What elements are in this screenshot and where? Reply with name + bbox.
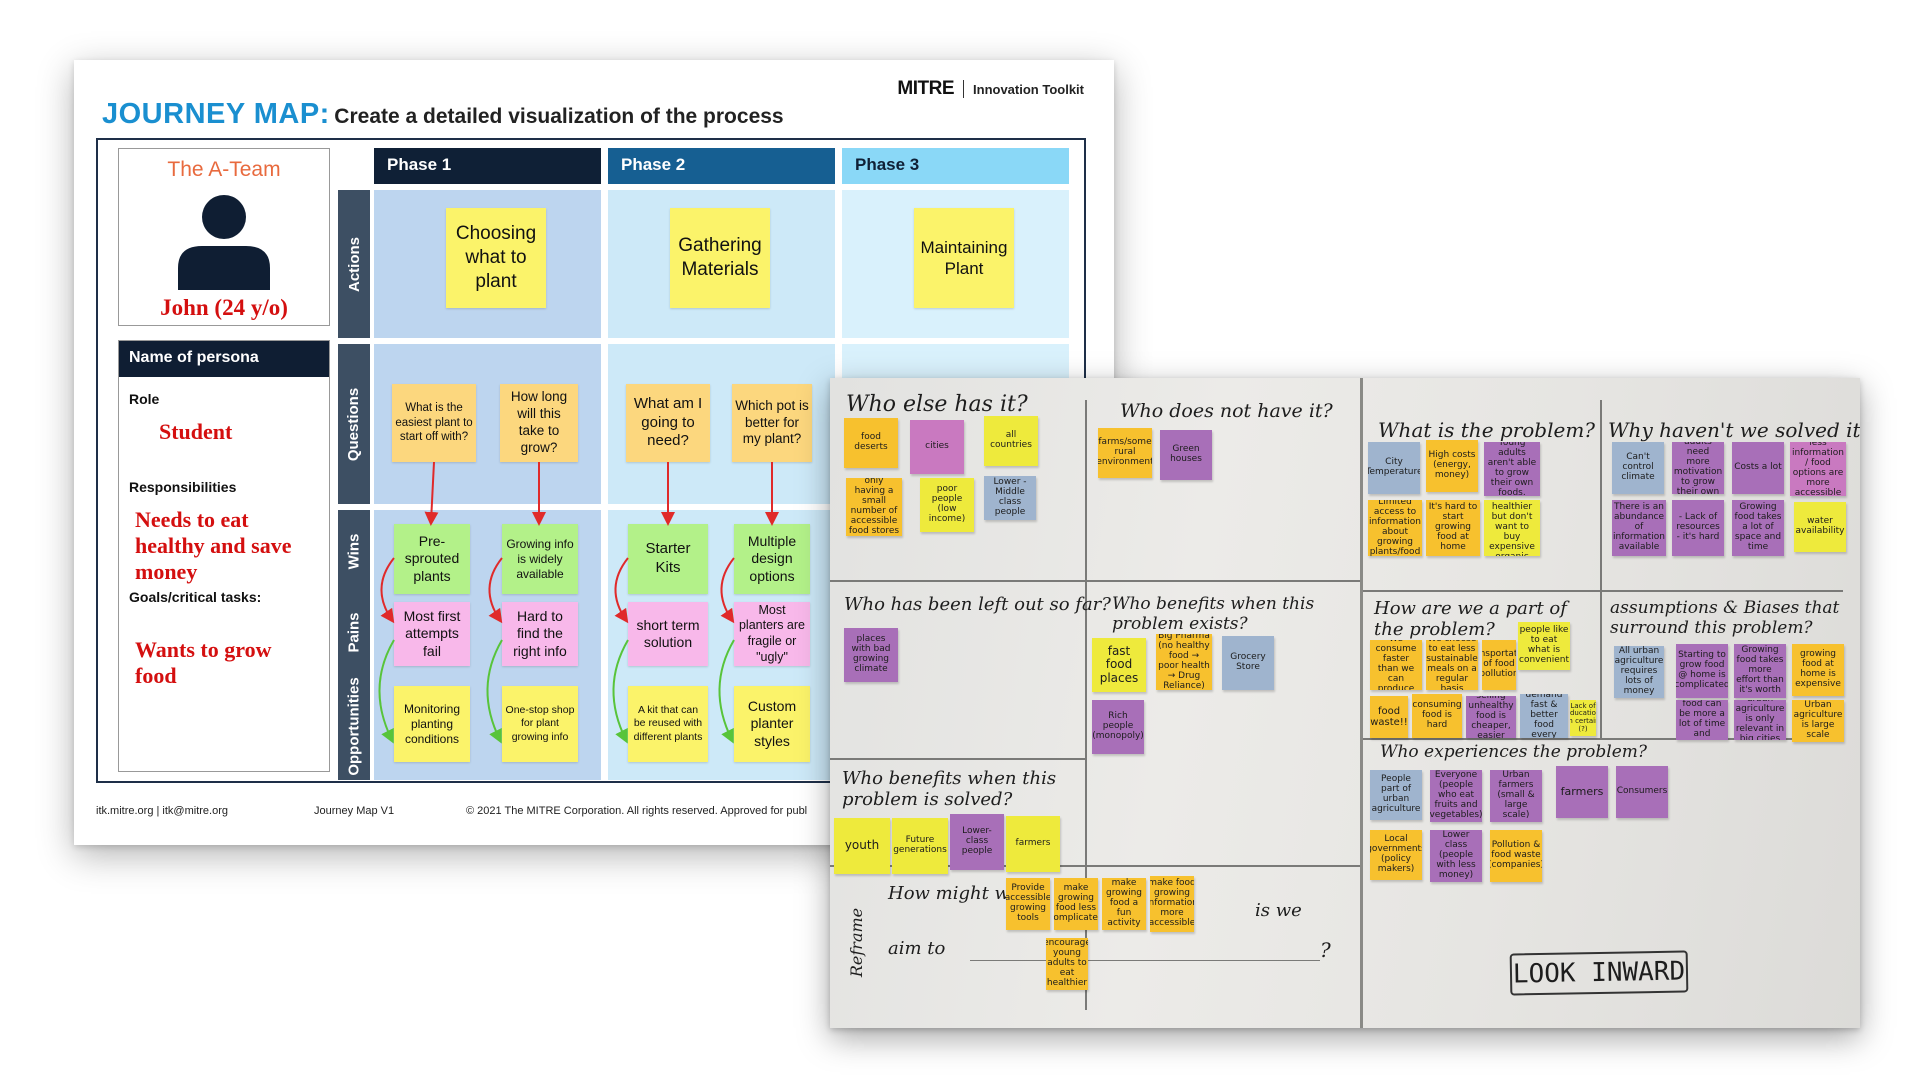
sticky-note: selling unhealthy food is cheaper, easie…: [1466, 696, 1516, 738]
sticky-note: - Lack of resources - it's hard: [1672, 500, 1724, 556]
sticky-note: all countries: [984, 416, 1038, 466]
sticky-note: Everyone (people who eat fruits and vege…: [1430, 770, 1482, 822]
sticky-note: Lower-class people: [950, 814, 1004, 870]
hmw-question-mark: ?: [1320, 938, 1331, 962]
sticky-note: food waste!!: [1370, 696, 1408, 738]
sticky-note: Green houses: [1160, 430, 1212, 480]
sticky-note: make food growing information more acces…: [1150, 876, 1194, 932]
sticky-note: growing food at home is expensive: [1792, 644, 1844, 696]
brand-divider: [963, 80, 964, 98]
sticky-note: Starting to grow food @ home is complica…: [1676, 644, 1728, 698]
whiteboard-photo: Who else has it? Who does not have it? W…: [830, 378, 1860, 1028]
sticky-note: Can't control climate: [1612, 442, 1664, 494]
mitre-logo: MITRE: [897, 78, 954, 100]
sticky-note: youth: [834, 818, 890, 874]
sticky-note: People part of urban agriculture: [1370, 770, 1422, 820]
sticky-note: places with bad growing climate: [844, 628, 898, 682]
paper-divider: [830, 758, 1085, 760]
sticky-note: Provide accessible growing tools: [1006, 878, 1050, 930]
sticky-note: High costs (energy, money): [1426, 440, 1478, 492]
sticky-note: There is an abundance of information ava…: [1612, 500, 1666, 556]
heading-benefits-exists: Who benefits when this problem exists?: [1112, 594, 1342, 634]
footer-contact: itk.mitre.org | itk@mitre.org: [96, 805, 228, 817]
heading-who-else: Who else has it?: [846, 392, 1028, 417]
sticky-note: City Temperature: [1368, 442, 1420, 494]
paper-seam: [1360, 378, 1363, 1028]
sticky-note: people want to eat healthier but don't w…: [1484, 500, 1540, 556]
paper-divider: [830, 580, 1360, 582]
sticky-note: All urban agriculture requires lots of m…: [1614, 646, 1664, 698]
sticky-note: Future generations: [892, 818, 948, 874]
sticky-note: Young adults aren't able to grow their o…: [1484, 442, 1540, 496]
sticky-note: Consumers: [1616, 766, 1668, 818]
sticky-note: Lower class (people with less money): [1430, 830, 1482, 882]
sticky-note: It's hard to start growing food at home: [1426, 500, 1480, 556]
sticky-note: urban agriculture is only relevant in bi…: [1734, 700, 1786, 740]
heading-what-problem: What is the problem?: [1378, 418, 1595, 442]
sticky-note: only having a small number of accessible…: [846, 478, 902, 536]
sticky-note: Young adults need more motivation to gro…: [1672, 442, 1724, 494]
heading-left-out: Who has been left out so far?: [844, 594, 1111, 615]
sticky-note: Pollution & food waste (companies): [1490, 830, 1542, 882]
sticky-note: Rich people (monopoly): [1092, 700, 1144, 754]
sticky-note: Growing food can be more a lot of time a…: [1676, 700, 1728, 740]
footer-copyright: © 2021 The MITRE Corporation. All rights…: [466, 805, 807, 817]
sticky-note: Big Pharma (no healthy food → poor healt…: [1156, 634, 1212, 690]
sticky-note: We choose to eat less sustainable meals …: [1426, 640, 1478, 690]
sticky-note: farmers: [1556, 766, 1608, 818]
sticky-note: Urban farmers (small & large scale): [1490, 770, 1542, 822]
sticky-note: water availability: [1794, 502, 1846, 552]
sticky-note: Growing food takes a lot of space and ti…: [1732, 500, 1784, 556]
sticky-note: Local governments (policy makers): [1370, 830, 1422, 880]
sticky-note: poor people (low income): [920, 478, 974, 532]
heading-assumptions: assumptions & Biases that surround this …: [1610, 598, 1840, 638]
heading-benefits-solved: Who benefits when this problem is solved…: [842, 768, 1072, 810]
sticky-note: less information / food options are more…: [1790, 442, 1846, 496]
sticky-note: make growing food a fun activity: [1102, 878, 1146, 930]
paper-line: [970, 960, 1320, 961]
sticky-note: food deserts: [844, 418, 898, 468]
heading-who-experiences: Who experiences the problem?: [1380, 742, 1647, 762]
sticky-note: We consume faster than we can produce: [1370, 640, 1422, 690]
sticky-note: farmers: [1006, 816, 1060, 872]
sticky-note: Urban agriculture is large scale: [1792, 700, 1844, 742]
heading-why-not-solved: Why haven't we solved it?: [1608, 418, 1860, 442]
sticky-note: make growing food less complicated: [1054, 878, 1098, 930]
sticky-note: farms/some rural environment: [1098, 428, 1152, 478]
heading-who-not: Who does not have it?: [1120, 400, 1333, 422]
reframe-label: Reframe: [847, 908, 866, 977]
sticky-note: fast food places: [1092, 638, 1146, 692]
paper-divider: [1600, 400, 1602, 738]
paper-divider: [1363, 590, 1843, 592]
sticky-note: Costs a lot: [1732, 442, 1784, 494]
sticky-note: transportation of food pollution: [1482, 640, 1516, 690]
sticky-note: Grocery Store: [1222, 636, 1274, 690]
sticky-note: Growing food takes more effort than it's…: [1734, 644, 1786, 698]
hmw-aim-to: aim to: [888, 938, 945, 959]
sticky-note: people like to eat what is convenient: [1518, 622, 1570, 670]
sticky-note: We demand fast & better food every day: [1520, 694, 1568, 738]
mitre-brand: MITRE Innovation Toolkit: [897, 78, 1084, 100]
hmw-prefix: How might we: [888, 883, 1021, 904]
sticky-note: Lack of education in certain (?): [1570, 700, 1596, 736]
toolkit-label: Innovation Toolkit: [973, 82, 1084, 97]
sticky-note: cities: [910, 420, 964, 474]
sticky-note: Limited access to information about grow…: [1368, 500, 1422, 556]
sticky-note: Lower - Middle class people: [984, 476, 1036, 520]
sticky-note: consuming food is hard: [1412, 694, 1462, 738]
sticky-note: encourage young adults to eat healthier: [1046, 938, 1088, 990]
footer-version: Journey Map V1: [314, 805, 394, 817]
journey-map-title: JOURNEY MAP: Create a detailed visualiza…: [102, 98, 784, 131]
hmw-is-we: is we: [1255, 900, 1302, 921]
look-inward-box: LOOK INWARD: [1510, 950, 1689, 995]
